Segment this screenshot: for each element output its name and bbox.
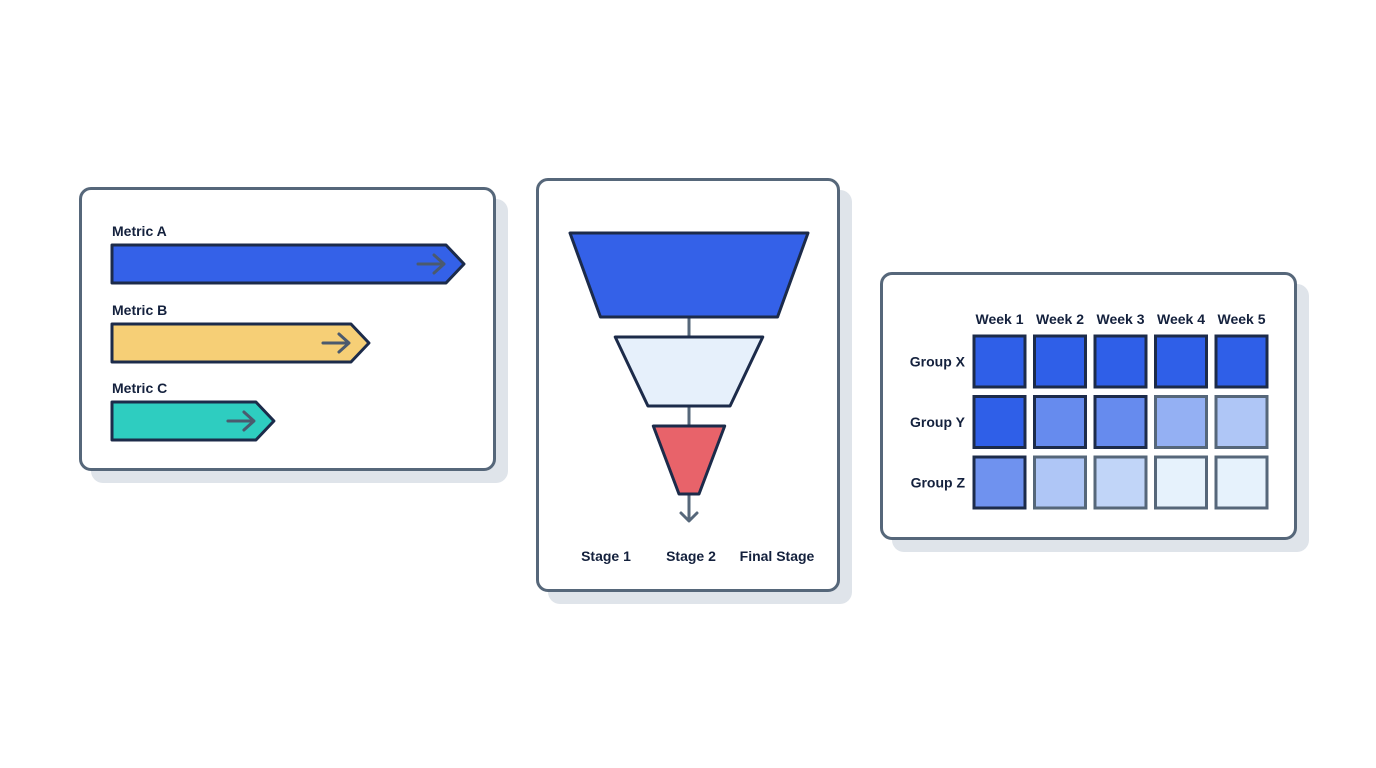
stage-label: Stage 2 bbox=[666, 548, 716, 564]
bar-label: Metric C bbox=[112, 380, 167, 396]
arrow-down-icon bbox=[679, 511, 699, 523]
arrow-right-icon bbox=[321, 332, 351, 354]
column-header: Week 2 bbox=[1036, 311, 1084, 327]
funnel-stage bbox=[613, 335, 765, 408]
bar-label: Metric A bbox=[112, 223, 167, 239]
heatmap-cell bbox=[1033, 455, 1087, 510]
column-header: Week 1 bbox=[976, 311, 1024, 327]
arrow-right-icon bbox=[416, 253, 446, 275]
heatmap-cell bbox=[1154, 334, 1208, 389]
heatmap-cell bbox=[972, 455, 1027, 510]
column-header: Week 5 bbox=[1218, 311, 1266, 327]
metric-bar-chart: Metric A Metric B Metric C bbox=[110, 223, 466, 442]
funnel-chart: Stage 1 Stage 2 Final Stage bbox=[568, 231, 815, 564]
heatmap-cell bbox=[1214, 395, 1269, 449]
row-label: Group X bbox=[910, 354, 966, 370]
arrow-right-icon bbox=[226, 410, 256, 432]
heatmap-cell bbox=[1154, 455, 1208, 510]
heatmap-chart: Week 1 Week 2 Week 3 Week 4 Week 5 Group X Gro… bbox=[910, 311, 1269, 510]
heatmap-cell bbox=[1033, 334, 1087, 389]
stage-label: Stage 1 bbox=[581, 548, 631, 564]
column-header: Week 3 bbox=[1097, 311, 1145, 327]
funnel-card: Stage 1 Stage 2 Final Stage bbox=[536, 178, 840, 592]
bar bbox=[110, 322, 371, 364]
heatmap-cell bbox=[1093, 395, 1148, 449]
heatmap-cell bbox=[1033, 395, 1087, 449]
heatmap-cell bbox=[1214, 334, 1269, 389]
row-label: Group Z bbox=[911, 475, 966, 491]
heatmap-cell bbox=[1093, 334, 1148, 389]
heatmap-cell bbox=[1214, 455, 1269, 510]
heatmap-cell bbox=[1093, 455, 1148, 510]
row-label: Group Y bbox=[910, 414, 966, 430]
heatmap-cell bbox=[972, 334, 1027, 389]
heatmap-cell bbox=[972, 395, 1027, 449]
funnel-stage bbox=[651, 424, 727, 496]
metric-bars-card: Metric A Metric B Metric C bbox=[79, 187, 496, 471]
bar bbox=[110, 400, 276, 442]
bar-label: Metric B bbox=[112, 302, 167, 318]
funnel-stage bbox=[568, 231, 810, 319]
heatmap-card: Week 1 Week 2 Week 3 Week 4 Week 5 Group X Gro… bbox=[880, 272, 1297, 540]
bar bbox=[110, 243, 466, 285]
heatmap-cell bbox=[1154, 395, 1208, 449]
stage-label: Final Stage bbox=[740, 548, 815, 564]
column-header: Week 4 bbox=[1157, 311, 1205, 327]
